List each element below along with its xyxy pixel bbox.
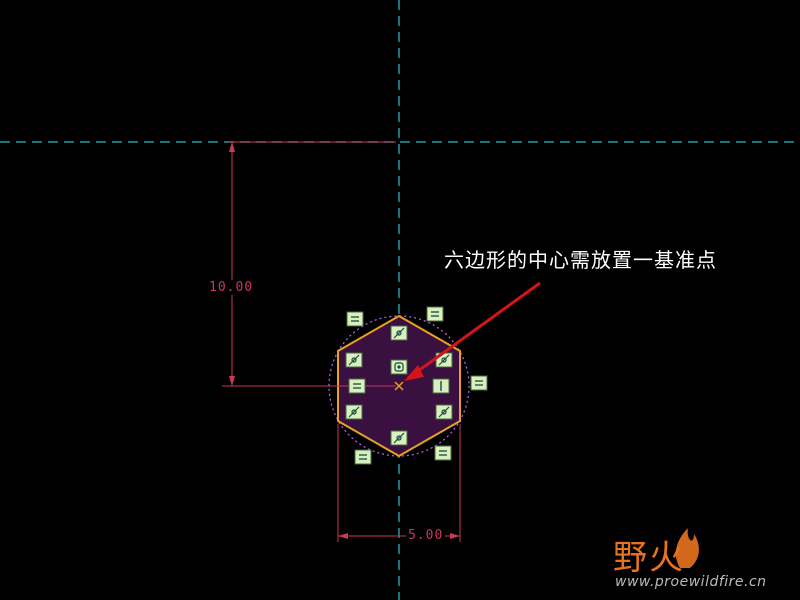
watermark-url: www.proewildfire.cn bbox=[615, 574, 767, 590]
point-on-line-constraint-icon[interactable] bbox=[435, 404, 453, 420]
point-on-line-constraint-icon[interactable] bbox=[345, 404, 363, 420]
point-on-line-constraint-icon[interactable] bbox=[345, 352, 363, 368]
equal-constraint-icon[interactable] bbox=[434, 445, 452, 461]
annotation-arrow bbox=[404, 281, 541, 381]
symmetry-constraint-icon[interactable] bbox=[390, 359, 408, 375]
center-point-marker[interactable] bbox=[394, 381, 404, 391]
construction-circle[interactable] bbox=[328, 315, 470, 457]
equal-constraint-icon[interactable] bbox=[348, 378, 366, 394]
equal-constraint-icon[interactable] bbox=[426, 306, 444, 322]
watermark-logo-text: 野火 bbox=[613, 538, 685, 578]
vertical-constraint-icon[interactable] bbox=[432, 378, 450, 394]
point-on-line-constraint-icon[interactable] bbox=[390, 430, 408, 446]
equal-constraint-icon[interactable] bbox=[354, 449, 372, 465]
horizontal-dimension-value[interactable]: 5.00 bbox=[406, 528, 446, 543]
point-on-line-constraint-icon[interactable] bbox=[390, 325, 408, 341]
equal-constraint-icon[interactable] bbox=[346, 311, 364, 327]
vertical-dimension-value[interactable]: 10.00 bbox=[207, 280, 256, 295]
equal-constraint-icon[interactable] bbox=[470, 375, 488, 391]
vertical-dimension[interactable] bbox=[222, 141, 396, 387]
annotation-text: 六边形的中心需放置一基准点 bbox=[444, 248, 717, 272]
flame-logo-icon bbox=[675, 528, 699, 568]
